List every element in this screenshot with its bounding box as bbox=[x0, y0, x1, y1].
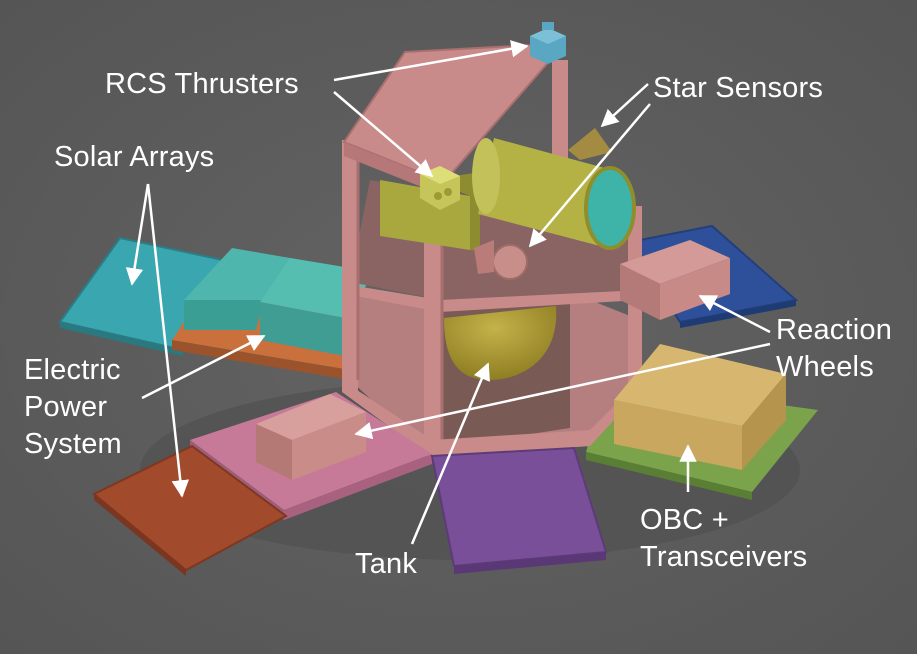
label-tank-text: Tank bbox=[355, 548, 418, 580]
arrow-reaction-wheel-right bbox=[698, 294, 771, 334]
label-eps-line3: System bbox=[24, 428, 122, 460]
arrow-solar-cyan bbox=[125, 183, 150, 286]
label-rcs-thrusters: RCS Thrusters bbox=[105, 66, 299, 103]
tank-sphere bbox=[444, 306, 557, 380]
label-star-sensors-text: Star Sensors bbox=[653, 72, 824, 104]
label-rw-line2: Wheels bbox=[776, 351, 874, 383]
arrow-star-sensor-unit bbox=[600, 83, 649, 128]
label-solar-arrays-text: Solar Arrays bbox=[54, 141, 215, 173]
label-obc-transceivers: OBC + Transceivers bbox=[640, 502, 807, 576]
arrow-rcs-side bbox=[333, 91, 434, 178]
arrow-star-sensor-sphere bbox=[528, 103, 651, 248]
label-rcs-thrusters-text: RCS Thrusters bbox=[105, 68, 299, 100]
rcs-thruster-top bbox=[530, 22, 566, 64]
label-reaction-wheels: Reaction Wheels bbox=[776, 312, 892, 386]
star-sensor-sphere bbox=[474, 240, 528, 280]
reaction-wheel-left bbox=[256, 394, 366, 480]
label-rw-line1: Reaction bbox=[776, 314, 893, 346]
obc-transceivers-box bbox=[614, 344, 786, 470]
star-sensor-cylinder bbox=[472, 138, 636, 250]
solar-array-purple bbox=[430, 446, 608, 574]
arrow-solar-orange bbox=[146, 183, 189, 498]
label-eps-line2: Power bbox=[24, 391, 108, 423]
label-star-sensors: Star Sensors bbox=[653, 70, 823, 107]
label-obc-line2: Transceivers bbox=[640, 541, 808, 573]
label-electric-power-system: Electric Power System bbox=[24, 352, 122, 463]
arrow-rcs-top bbox=[333, 40, 529, 82]
arrow-eps bbox=[141, 334, 266, 400]
arrow-tank bbox=[410, 362, 490, 545]
label-tank: Tank bbox=[355, 546, 417, 583]
reaction-wheel-right bbox=[620, 240, 730, 320]
solar-array-orange bbox=[92, 444, 288, 576]
label-solar-arrays: Solar Arrays bbox=[54, 139, 214, 176]
callout-arrows bbox=[125, 40, 771, 545]
arrow-reaction-wheel-left bbox=[354, 342, 771, 440]
label-eps-line1: Electric bbox=[24, 354, 121, 386]
star-sensor-unit bbox=[568, 128, 612, 160]
label-obc-line1: OBC + bbox=[640, 504, 729, 536]
